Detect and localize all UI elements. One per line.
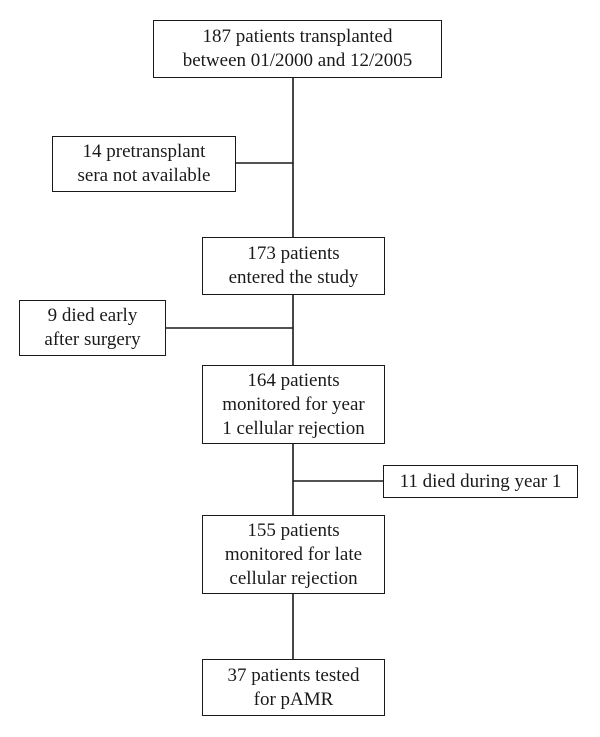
box-exclusion-sera-line-1: 14 pretransplant bbox=[82, 141, 206, 162]
box-entered-line-1: 173 patients bbox=[247, 243, 340, 264]
box-exclusion-y1-line-1: 11 died during year 1 bbox=[399, 470, 562, 492]
box-monitored-y1-line-1: 164 patients bbox=[247, 369, 340, 391]
box-entered-study: 173 patients entered the study bbox=[202, 237, 385, 295]
box-tested-pamr: 37 patients tested for pAMR bbox=[202, 659, 385, 716]
box-exclusion-early-line-1: 9 died early bbox=[47, 305, 138, 326]
box-exclusion-sera-line-2: sera not available bbox=[77, 165, 211, 186]
box-monitored-late: 155 patients monitored for late cellular… bbox=[202, 515, 385, 594]
box-exclusion-early-line-2: after surgery bbox=[44, 329, 141, 350]
box-tested-line-1: 37 patients tested bbox=[227, 664, 360, 686]
box-exclusion-sera: 14 pretransplant sera not available bbox=[52, 136, 236, 192]
box-monitored-y1-line-2: monitored for year bbox=[222, 393, 365, 415]
box-monitored-late-line-3: cellular rejection bbox=[229, 567, 358, 589]
box-tested-line-2: for pAMR bbox=[253, 688, 334, 710]
box-start-line-2: between 01/2000 and 12/2005 bbox=[182, 50, 413, 71]
box-entered-line-2: entered the study bbox=[228, 267, 359, 288]
box-exclusion-early: 9 died early after surgery bbox=[19, 300, 166, 356]
box-start: 187 patients transplanted between 01/200… bbox=[153, 20, 442, 78]
box-monitored-y1-line-3: 1 cellular rejection bbox=[222, 417, 365, 439]
box-monitored-year-1: 164 patients monitored for year 1 cellul… bbox=[202, 365, 385, 444]
box-monitored-late-line-2: monitored for late bbox=[224, 543, 363, 565]
box-monitored-late-line-1: 155 patients bbox=[247, 519, 340, 541]
box-start-line-1: 187 patients transplanted bbox=[202, 26, 393, 47]
box-exclusion-year-1: 11 died during year 1 bbox=[383, 465, 578, 498]
